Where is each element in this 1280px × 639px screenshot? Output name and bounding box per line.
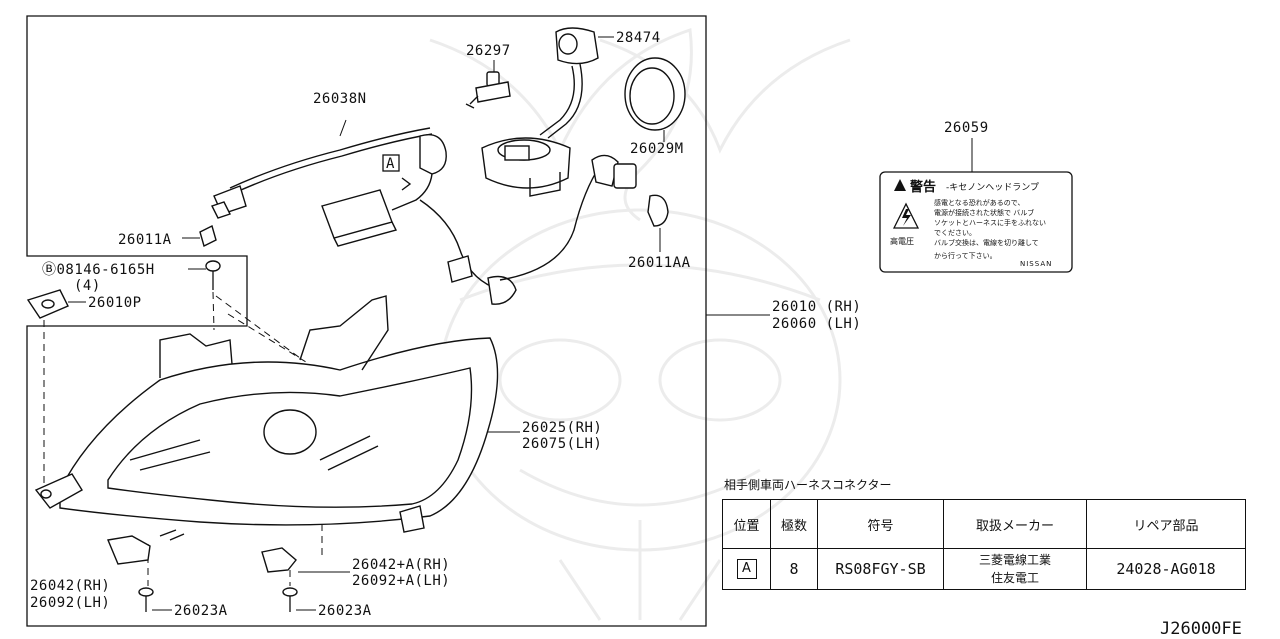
maker-2: 住友電工 bbox=[990, 571, 1039, 585]
header-poles: 極数 bbox=[770, 499, 818, 549]
warning-line-2: 電源が接続された状態で バルブ bbox=[934, 208, 1034, 217]
label-bolt-qty: (4) bbox=[74, 278, 101, 294]
label-26297: 26297 bbox=[466, 43, 511, 59]
warning-subtitle: -キセノンヘッドランプ bbox=[946, 182, 1039, 193]
cell-code: RS08FGY-SB bbox=[817, 548, 944, 590]
label-assy-lh: 26060 (LH) bbox=[772, 316, 861, 332]
warning-line-6: から行って下さい。 bbox=[934, 251, 997, 260]
warning-line-4: でください。 bbox=[934, 229, 976, 237]
label-screw-right: 26023A bbox=[318, 603, 372, 619]
cell-maker: 三菱電線工業 住友電工 bbox=[943, 548, 1087, 590]
label-screw-left: 26023A bbox=[174, 603, 228, 619]
part-bolt-08146[interactable]: Ⓑ08146-6165H (4) bbox=[42, 260, 221, 294]
part-26038N-harness[interactable]: 26038N bbox=[211, 91, 637, 305]
label-bracket-a-lh: 26092+A(LH) bbox=[352, 573, 450, 589]
high-voltage-icon bbox=[902, 209, 911, 226]
label-26011AA: 26011AA bbox=[628, 255, 691, 271]
connector-table: 位置 極数 符号 取扱メーカー リペア部品 A 8 RS08FGY-SB 三菱電… bbox=[722, 499, 1246, 590]
connector-table-header-row: 位置 極数 符号 取扱メーカー リペア部品 bbox=[722, 499, 1246, 549]
warning-line-1: 感電となる恐れがあるので、 bbox=[934, 198, 1025, 207]
header-repair: リペア部品 bbox=[1086, 499, 1246, 549]
part-26029M-cap[interactable]: 26029M bbox=[624, 57, 686, 157]
part-26023A-screw-right[interactable]: 26023A bbox=[282, 587, 372, 619]
cell-position: A bbox=[722, 548, 771, 590]
part-26042-bracket[interactable]: 26042(RH) 26092(LH) bbox=[30, 529, 185, 611]
position-box: A bbox=[736, 559, 757, 579]
warning-triangle-icon bbox=[894, 179, 906, 191]
part-26059-warning-label[interactable]: 26059 警告 -キセノンヘッドランプ 高電圧 感電となる恐れがあるので、 電… bbox=[879, 120, 1073, 273]
label-housing-lh: 26075(LH) bbox=[522, 436, 602, 452]
headlamp-housing[interactable]: 26025(RH) 26075(LH) bbox=[34, 295, 602, 533]
maker-1: 三菱電線工業 bbox=[978, 553, 1051, 567]
part-26023A-screw-left[interactable]: 26023A bbox=[138, 587, 228, 619]
assembly-labels: 26010 (RH) 26060 (LH) bbox=[772, 299, 861, 332]
label-26010P: 26010P bbox=[88, 295, 142, 311]
label-bracket-a-rh: 26042+A(RH) bbox=[352, 557, 450, 573]
cell-repair: 24028-AG018 bbox=[1086, 548, 1246, 590]
label-bracket-lh: 26092(LH) bbox=[30, 595, 110, 611]
header-position: 位置 bbox=[722, 499, 771, 549]
part-26297-bulb[interactable]: 26297 bbox=[465, 43, 511, 109]
header-code: 符号 bbox=[817, 499, 944, 549]
warning-line-3: ソケットとハーネスに手をふれない bbox=[934, 218, 1046, 227]
label-ref-a: A bbox=[386, 156, 395, 172]
label-assy-rh: 26010 (RH) bbox=[772, 299, 861, 315]
cell-poles: 8 bbox=[770, 548, 818, 590]
label-26011A: 26011A bbox=[118, 232, 172, 248]
diagram-code: J26000FE bbox=[1160, 619, 1242, 639]
label-26038N: 26038N bbox=[313, 91, 367, 107]
part-26010P-clip[interactable]: 26010P bbox=[26, 289, 142, 319]
connector-ref-a[interactable]: A bbox=[382, 154, 400, 172]
warning-voltage: 高電圧 bbox=[890, 236, 914, 246]
part-28474-igniter[interactable]: 28474 bbox=[539, 27, 661, 139]
part-26011AA-bulb[interactable]: 26011AA bbox=[628, 194, 691, 271]
header-maker: 取扱メーカー bbox=[943, 499, 1087, 549]
part-26011A-bulb[interactable]: 26011A bbox=[118, 224, 217, 248]
label-28474: 28474 bbox=[616, 30, 661, 46]
warning-line-5: バルブ交換は、電線を切り離して bbox=[934, 238, 1039, 247]
warning-title: 警告 bbox=[910, 179, 936, 195]
table-row: A 8 RS08FGY-SB 三菱電線工業 住友電工 24028-AG018 bbox=[722, 548, 1246, 590]
label-26059: 26059 bbox=[944, 120, 989, 136]
assembly-frame bbox=[26, 15, 770, 627]
label-bolt: Ⓑ08146-6165H bbox=[42, 262, 155, 278]
ballast-unit bbox=[481, 137, 571, 197]
part-26042A-bracket[interactable]: 26042+A(RH) 26092+A(LH) bbox=[261, 547, 450, 589]
connector-table-title: 相手側車両ハーネスコネクター bbox=[724, 478, 892, 492]
label-26029M: 26029M bbox=[630, 141, 684, 157]
warning-brand: NISSAN bbox=[1020, 260, 1052, 268]
label-bracket-rh: 26042(RH) bbox=[30, 578, 110, 594]
label-housing-rh: 26025(RH) bbox=[522, 420, 602, 436]
